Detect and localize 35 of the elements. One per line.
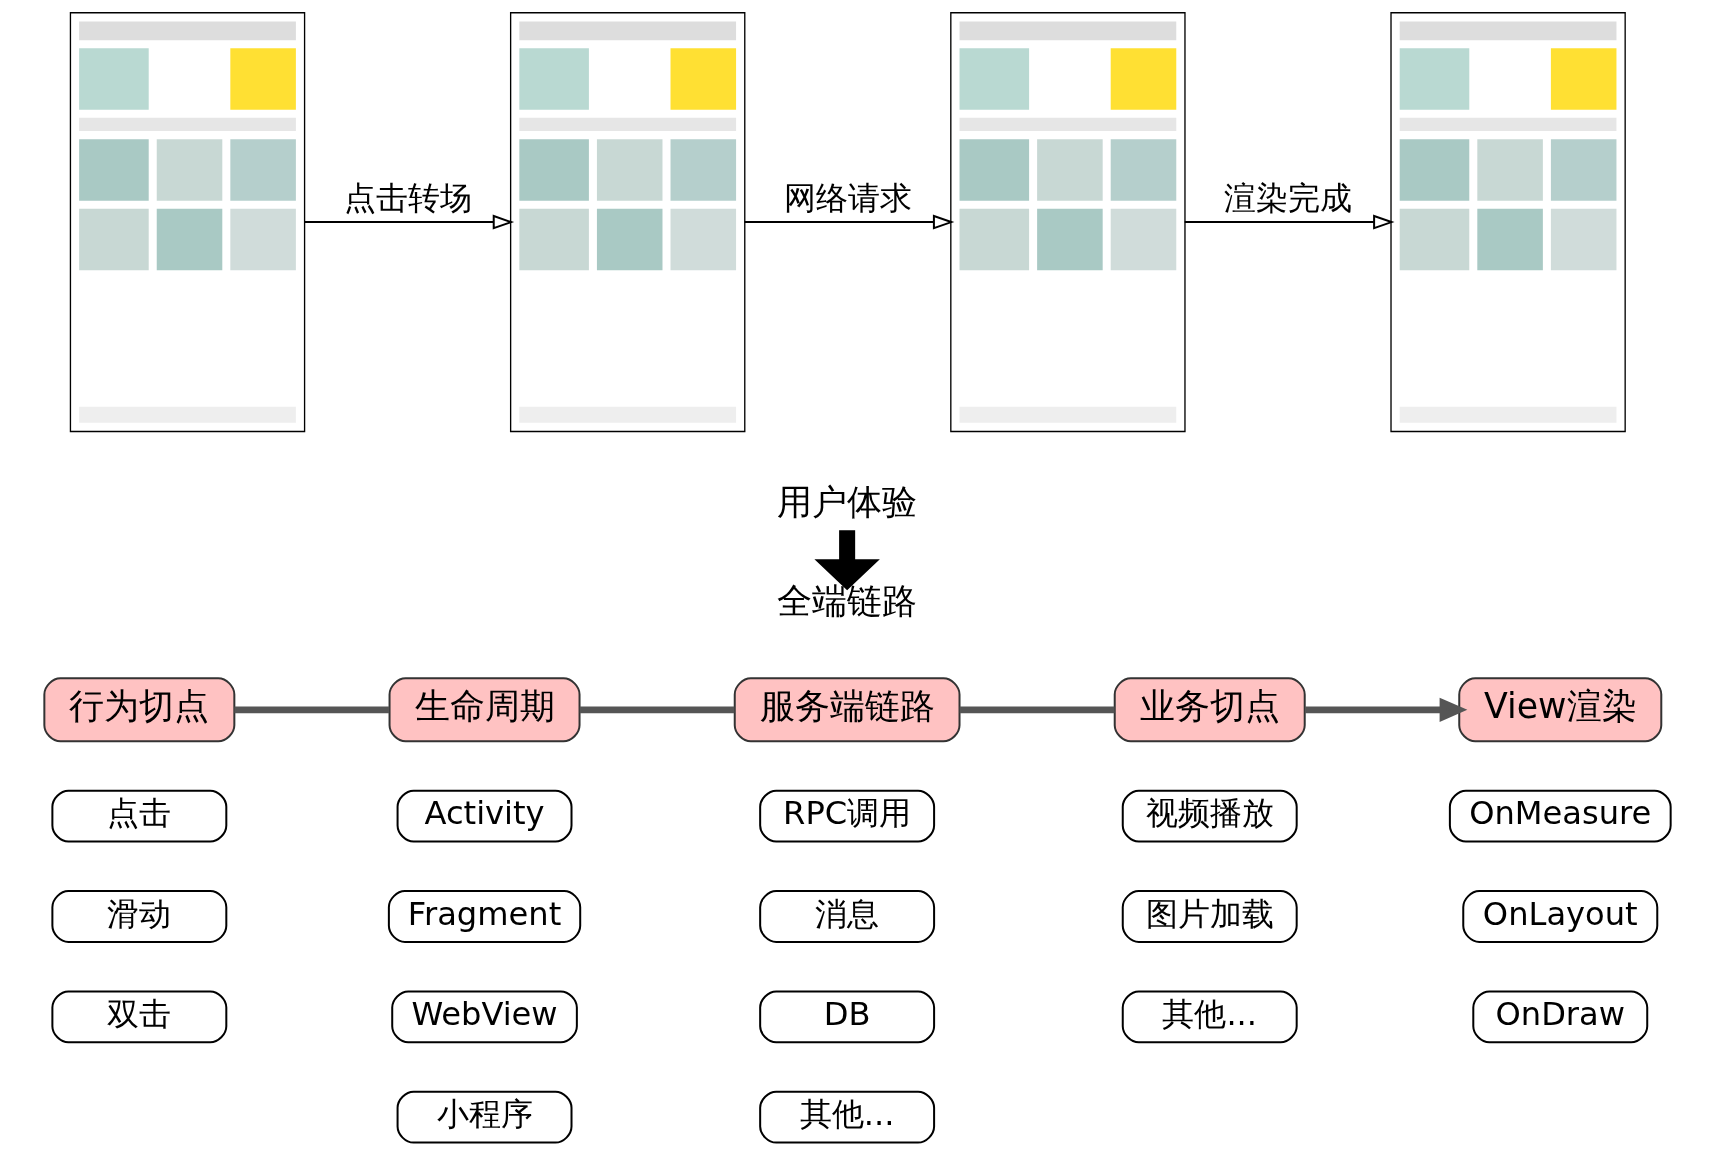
node-box: 视频播放 <box>1121 789 1298 843</box>
node-box: 点击 <box>50 789 227 843</box>
node-box: Fragment <box>387 890 581 943</box>
edge-label: 渲染完成 <box>1223 178 1352 217</box>
node-box: 其他... <box>758 1090 935 1144</box>
node-box: Activity <box>396 789 572 843</box>
node-box: 小程序 <box>396 1090 572 1144</box>
node-box: 业务切点 <box>1113 677 1306 743</box>
node-box: WebView <box>390 990 578 1044</box>
node-box: OnLayout <box>1461 890 1658 943</box>
node-box: DB <box>758 990 935 1044</box>
node-box: 图片加载 <box>1121 890 1298 943</box>
node-text: 用户体验 <box>776 481 917 522</box>
arrow <box>744 214 954 230</box>
arrow <box>303 214 514 230</box>
node-box: OnDraw <box>1471 990 1648 1044</box>
arrow <box>1184 214 1395 230</box>
node-box: 消息 <box>758 890 935 943</box>
node-box: 滑动 <box>50 890 227 943</box>
node-box: 服务端链路 <box>733 677 961 743</box>
node-box: 行为切点 <box>42 677 235 743</box>
connector <box>959 706 1114 714</box>
edge-label: 网络请求 <box>783 178 912 217</box>
arrow <box>1304 697 1467 722</box>
arrow <box>813 530 880 591</box>
node-box: RPC调用 <box>758 789 935 843</box>
node-box: 双击 <box>50 990 227 1044</box>
node-box: View渲染 <box>1457 677 1662 743</box>
node-box: 生命周期 <box>388 677 581 743</box>
node-box: OnMeasure <box>1448 789 1672 843</box>
connector <box>579 706 734 714</box>
node-text: 全端链路 <box>776 580 917 621</box>
node-box: 其他... <box>1121 990 1298 1044</box>
connector <box>233 706 389 714</box>
edge-label: 点击转场 <box>343 178 472 217</box>
